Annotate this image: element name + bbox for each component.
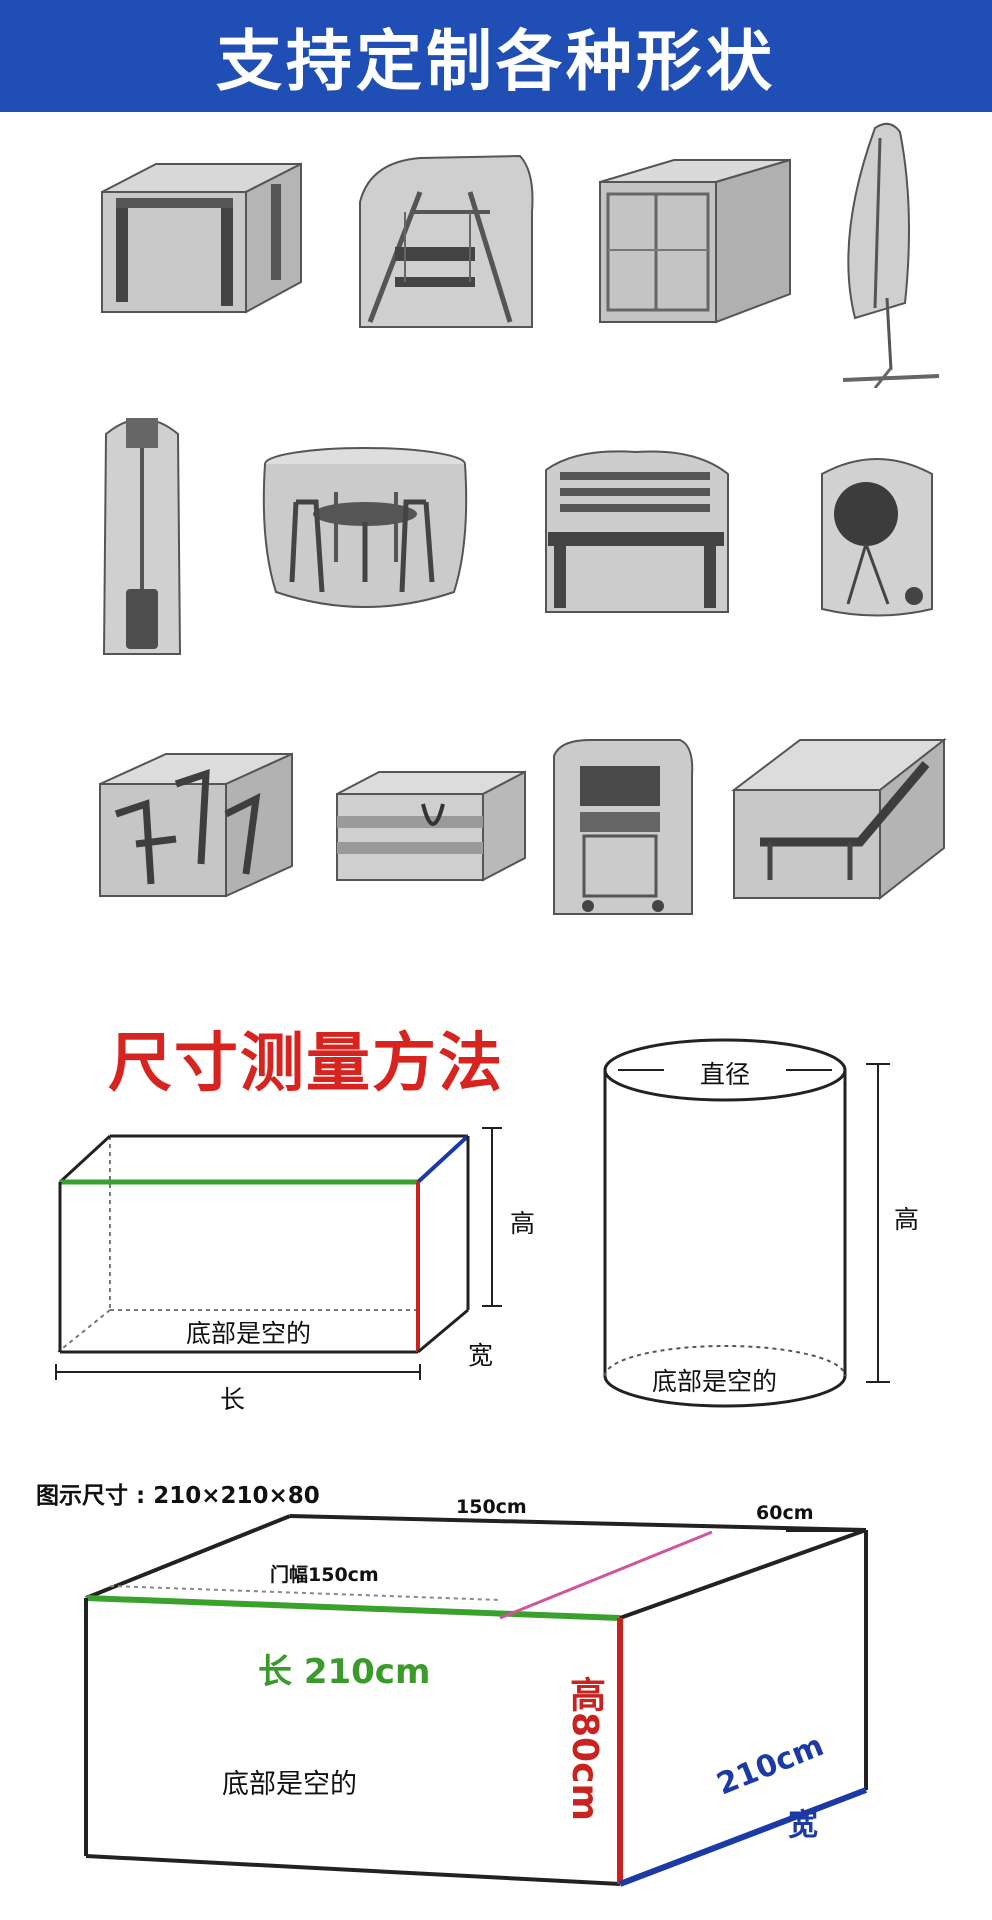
patio-table-cover-icon (96, 142, 311, 332)
cushion-storage-bag-icon (333, 764, 529, 886)
box-measure-diagram (50, 1120, 510, 1420)
cylinder-height-label: 高 (894, 1205, 920, 1234)
garden-bench-cover-icon (536, 442, 736, 627)
swing-chair-cover-icon (350, 152, 540, 337)
cylinder-bottom-label: 底部是空的 (652, 1367, 778, 1396)
cantilever-umbrella-cover-icon (835, 118, 945, 388)
header-banner: 支持定制各种形状 (0, 0, 992, 112)
box-width-label: 宽 (468, 1341, 494, 1370)
dining-chairs-cover-icon (96, 744, 296, 904)
round-dining-set-cover-icon (256, 442, 474, 622)
example-box-diagram (80, 1500, 880, 1900)
cube-furniture-cover-icon (596, 154, 796, 334)
gas-grill-cover-icon (550, 736, 696, 921)
cylinder-measure-diagram (600, 1036, 930, 1416)
example-door-width-label: 门幅150cm (270, 1564, 379, 1586)
banner-title: 支持定制各种形状 (216, 23, 776, 100)
product-grid (0, 112, 992, 932)
example-height-label: 高80cm (564, 1676, 605, 1821)
example-length-label: 长 210cm (258, 1652, 431, 1692)
measure-title: 尺寸测量方法 (108, 1027, 504, 1101)
kettle-grill-cover-icon (818, 444, 936, 622)
example-width-label: 宽 (788, 1808, 818, 1843)
sun-lounger-cover-icon (730, 730, 950, 905)
box-bottom-label: 底部是空的 (186, 1319, 312, 1348)
example-top-right-dim: 60cm (756, 1502, 814, 1524)
box-height-label: 高 (510, 1209, 536, 1238)
cylinder-diameter-label: 直径 (700, 1060, 751, 1089)
example-caption: 图示尺寸 : 210×210×80 (36, 1483, 320, 1509)
example-bottom-label: 底部是空的 (222, 1769, 357, 1800)
example-top-left-dim: 150cm (456, 1496, 527, 1518)
patio-heater-cover-icon (96, 404, 188, 664)
box-length-label: 长 (220, 1385, 246, 1414)
